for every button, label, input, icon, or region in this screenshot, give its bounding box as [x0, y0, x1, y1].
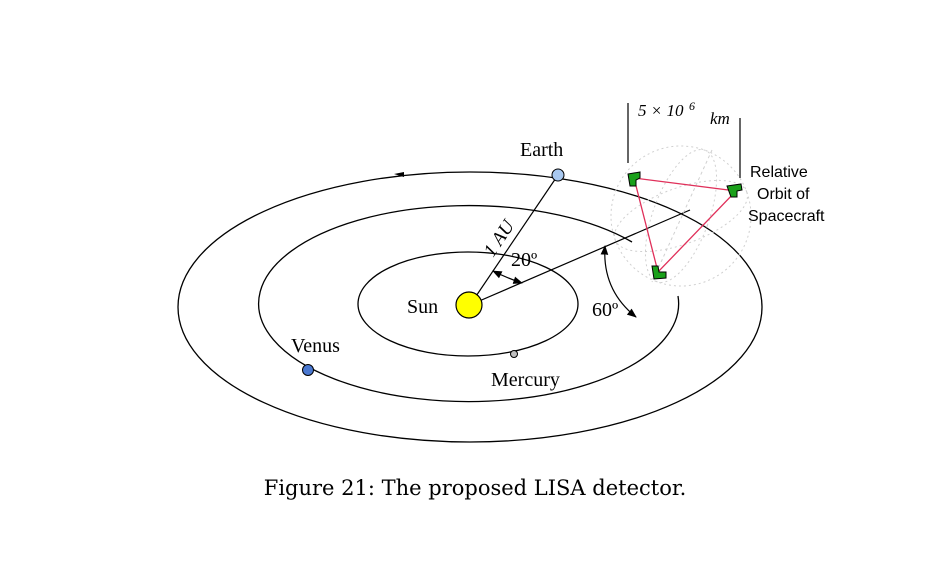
earth-radius-line — [469, 174, 559, 306]
earth-label: Earth — [520, 139, 563, 161]
relative-orbit-label-line3: Spacecraft — [748, 208, 825, 225]
lisa-radius-line — [469, 209, 691, 306]
angle-20-label: 20º — [511, 249, 537, 271]
scale-mantissa-label: 5 × 10 — [638, 101, 684, 120]
mercury-label: Mercury — [491, 369, 560, 391]
spacecraft-1 — [627, 171, 641, 187]
venus-label: Venus — [291, 335, 340, 357]
sun — [455, 291, 483, 319]
relative-orbit-label-line2: Orbit of — [757, 186, 810, 203]
mercury-orbit — [357, 251, 579, 357]
earth — [551, 168, 565, 182]
mercury — [510, 350, 518, 358]
spacecraft-3 — [651, 265, 667, 280]
scale-exponent-label: 6 — [689, 99, 695, 113]
venus — [302, 364, 314, 376]
relative-orbit-label-line1: Relative — [750, 164, 808, 181]
angle-20-arc — [492, 270, 523, 284]
spacecraft-2 — [726, 183, 743, 198]
angle-60-label: 60º — [592, 299, 618, 321]
venus-orbit — [257, 204, 680, 403]
sun-label: Sun — [407, 296, 438, 318]
earth-orbit-direction-arrow — [394, 172, 404, 177]
angle-60-arc — [600, 245, 637, 318]
laser-arm-triangle — [633, 177, 738, 274]
relative-orbit-sphere — [610, 145, 752, 287]
scale-unit-label: km — [710, 109, 730, 128]
earth-orbit — [177, 171, 763, 443]
figure-caption: Figure 21: The proposed LISA detector. — [263, 476, 687, 500]
